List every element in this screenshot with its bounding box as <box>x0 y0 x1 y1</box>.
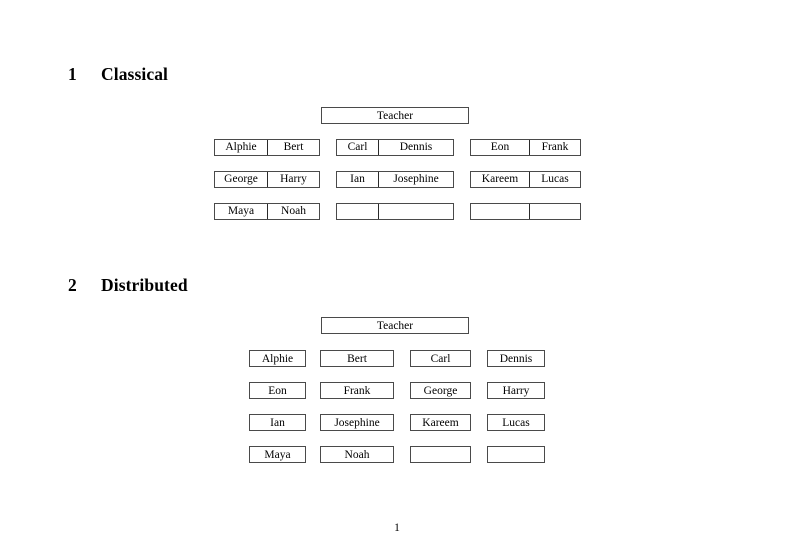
section-number: 2 <box>68 275 77 295</box>
cell-empty-middle-right <box>378 204 453 219</box>
section-heading-distributed: 2 Distributed <box>68 275 188 295</box>
section-title: Classical <box>101 64 169 84</box>
cell-lucas: Lucas <box>529 172 580 187</box>
section-heading-classical: 1 Classical <box>68 64 169 84</box>
classical-left-row-2: George Harry <box>214 171 320 188</box>
cell-harry: Harry <box>267 172 319 187</box>
classical-left-row-3: Maya Noah <box>214 203 320 220</box>
cell-josephine: Josephine <box>378 172 453 187</box>
cell-empty-right-right <box>529 204 580 219</box>
classical-right-row-3 <box>470 203 581 220</box>
distributed-cell-ian: Ian <box>249 414 306 431</box>
distributed-cell-lucas: Lucas <box>487 414 545 431</box>
distributed-cell-maya: Maya <box>249 446 306 463</box>
classical-middle-row-2: Ian Josephine <box>336 171 454 188</box>
classical-middle-row-3 <box>336 203 454 220</box>
cell-empty-right-left <box>471 204 529 219</box>
distributed-cell-alphie: Alphie <box>249 350 306 367</box>
teacher-box-distributed: Teacher <box>321 317 469 334</box>
classical-middle-row-1: Carl Dennis <box>336 139 454 156</box>
distributed-cell-kareem: Kareem <box>410 414 471 431</box>
cell-kareem: Kareem <box>481 173 519 185</box>
classical-left-row-1: Alphie Bert <box>214 139 320 156</box>
cell-noah: Noah <box>267 204 319 219</box>
cell-carl: Carl <box>347 141 368 153</box>
cell-maya: Maya <box>227 205 255 217</box>
classical-right-row-2: Kareem Lucas <box>470 171 581 188</box>
cell-empty-middle-left <box>337 204 378 219</box>
section-title: Distributed <box>101 275 188 295</box>
cell-dennis: Dennis <box>378 140 453 155</box>
distributed-cell-carl: Carl <box>410 350 471 367</box>
cell-alphie: Alphie <box>225 141 257 153</box>
distributed-cell-dennis: Dennis <box>487 350 545 367</box>
distributed-cell-harry: Harry <box>487 382 545 399</box>
distributed-cell-empty-3 <box>410 446 471 463</box>
section-number: 1 <box>68 64 77 84</box>
distributed-cell-empty-4 <box>487 446 545 463</box>
distributed-cell-josephine: Josephine <box>320 414 394 431</box>
cell-ian: Ian <box>350 173 365 185</box>
teacher-box-classical: Teacher <box>321 107 469 124</box>
distributed-cell-george: George <box>410 382 471 399</box>
cell-eon: Eon <box>490 141 510 153</box>
distributed-cell-eon: Eon <box>249 382 306 399</box>
distributed-cell-frank: Frank <box>320 382 394 399</box>
cell-bert: Bert <box>267 140 319 155</box>
cell-frank: Frank <box>529 140 580 155</box>
distributed-cell-noah: Noah <box>320 446 394 463</box>
cell-george: George <box>224 173 258 185</box>
distributed-cell-bert: Bert <box>320 350 394 367</box>
classical-right-row-1: Eon Frank <box>470 139 581 156</box>
page-number: 1 <box>394 522 400 534</box>
